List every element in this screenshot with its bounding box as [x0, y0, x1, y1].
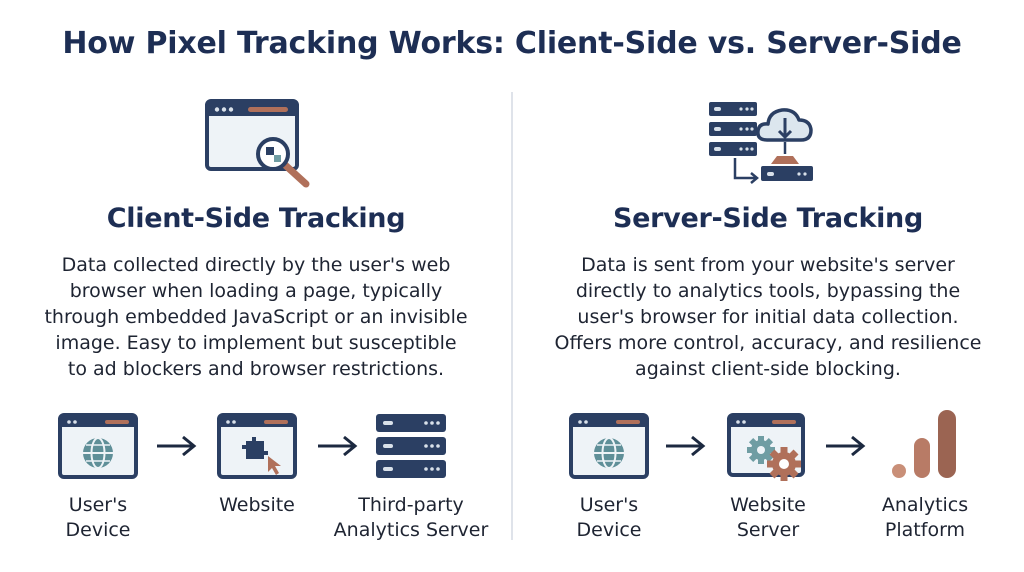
globe-window-icon: [569, 413, 649, 479]
pixel-cursor-window-icon: [217, 413, 297, 479]
page-title: How Pixel Tracking Works: Client-Side vs…: [62, 26, 962, 61]
arrow-right-icon: [666, 435, 706, 457]
divider: [511, 92, 513, 540]
bar-chart-icon: [892, 410, 956, 478]
arrow-right-icon: [157, 435, 197, 457]
arrow-right-icon: [318, 435, 358, 457]
globe-window-icon: [58, 413, 138, 479]
server-side-heading: Server-Side Tracking: [613, 203, 923, 234]
server-side-description: Data is sent from your website's server …: [554, 254, 982, 380]
gear-window-icon: [727, 413, 805, 481]
server-cloud-icon: [709, 102, 813, 184]
client-side-panel: Client-Side Tracking Data collected dire…: [44, 99, 489, 541]
arrow-right-icon: [826, 435, 866, 457]
client-side-heading: Client-Side Tracking: [106, 203, 406, 234]
client-side-description: Data collected directly by the user's we…: [44, 254, 468, 380]
server-side-panel: Server-Side Tracking Data is sent from y…: [512, 0, 1024, 572]
server-stack-icon: [376, 414, 446, 478]
website-label: Website: [219, 494, 295, 516]
browser-magnifier-icon: [205, 99, 310, 188]
